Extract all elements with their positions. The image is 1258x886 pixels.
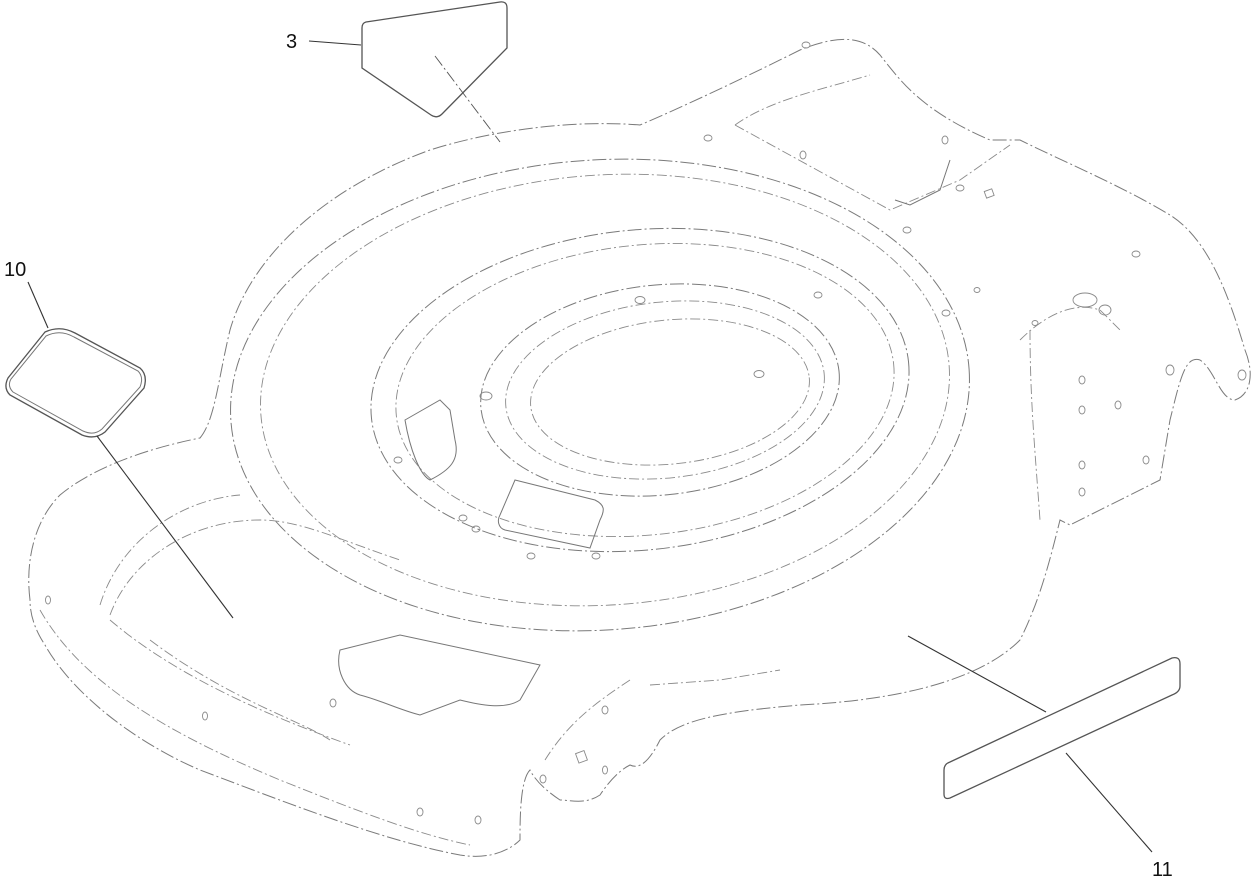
leader-line-10-lower — [96, 435, 234, 619]
callout-label-3: 3 — [286, 31, 298, 53]
callout-label-11: 11 — [1152, 859, 1173, 881]
leader-line-11-lower — [1065, 752, 1153, 853]
decal-part-3[interactable] — [361, 1, 508, 143]
mower-deck — [28, 38, 1251, 857]
leader-line-10-upper — [27, 281, 49, 329]
decal-part-10[interactable] — [5, 328, 146, 438]
mounting-holes — [45, 41, 1247, 825]
callout-label-10: 10 — [4, 259, 27, 281]
leader-line-3 — [308, 40, 362, 46]
leader-line-11-upper — [907, 635, 1047, 713]
decal-part-11[interactable] — [943, 656, 1181, 800]
